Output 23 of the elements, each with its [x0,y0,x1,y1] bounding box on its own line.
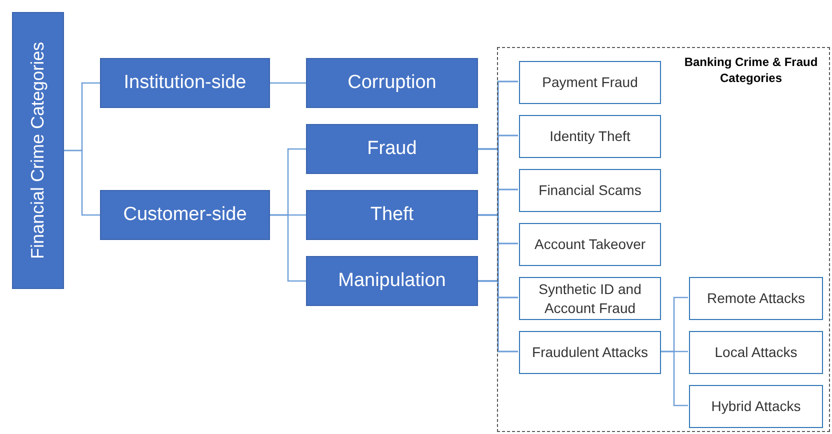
category-box: Payment Fraud [519,61,661,104]
category-box: Synthetic ID and Account Fraud [519,277,661,320]
category-box: Financial Crime Categories [12,12,64,289]
category-box: Customer-side [100,190,270,240]
category-box: Local Attacks [689,331,823,374]
connector-line [660,350,688,406]
category-box: Institution-side [100,58,270,108]
connector-line [270,82,306,84]
connector-line [478,280,518,352]
connector-line [270,214,306,282]
category-box: Fraudulent Attacks [519,331,661,374]
connector-line [64,150,100,216]
category-box: Fraud [306,124,478,174]
category-box: Financial Scams [519,169,661,212]
group-title: Banking Crime & Fraud Categories [683,54,819,86]
category-box: Remote Attacks [689,277,823,320]
category-box: Theft [306,190,478,240]
category-box: Account Takeover [519,223,661,266]
category-box: Manipulation [306,256,478,306]
category-box: Hybrid Attacks [689,385,823,428]
category-box: Corruption [306,58,478,108]
group-frame [497,47,830,432]
category-box: Identity Theft [519,115,661,158]
